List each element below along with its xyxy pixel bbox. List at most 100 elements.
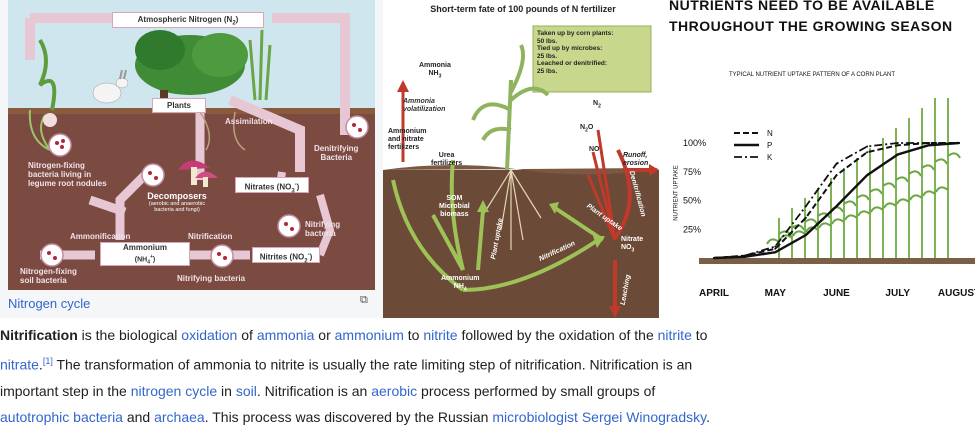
article-text: of — [237, 327, 257, 343]
fertilizer-fate-figure[interactable]: Short-term fate of 100 pounds of N ferti… — [383, 0, 659, 318]
corn-plant-leaf — [935, 152, 961, 193]
plants-box: Plants — [152, 98, 206, 113]
nutrient-uptake-chart: APRILMAYJUNEJULYAUGUST25%50%75%100%NPK — [683, 98, 975, 299]
y-tick-label: 50% — [683, 196, 701, 206]
paragraph-line-1: Nitrification is the biological oxidatio… — [0, 322, 975, 348]
ammonium-nitrate-fertilizers-label: Ammonium and nitrate fertilizers — [388, 128, 427, 151]
nutrients-title-line2: THROUGHOUT THE GROWING SEASON — [669, 18, 953, 34]
article-link[interactable]: nitrite — [423, 327, 458, 343]
ammonium-nh4-label: Ammonium NH4 — [441, 275, 480, 293]
nitrogen-cycle-caption-link[interactable]: Nitrogen cycle — [8, 296, 91, 311]
article-text: in — [217, 382, 236, 399]
paragraph-line-3: important step in the nitrogen cycle in … — [0, 378, 975, 404]
series-point-P — [774, 251, 777, 254]
denitrifying-bacteria-label: Denitrifying Bacteria — [314, 144, 359, 162]
paragraph-line-4: autotrophic bacteria and archaea. This p… — [0, 404, 975, 430]
series-point-N — [866, 151, 869, 154]
corn-plant-leaf — [909, 164, 935, 201]
article-text: process performed by small groups of — [417, 382, 656, 399]
article-link[interactable]: oxidation — [181, 327, 238, 343]
article-text: to — [691, 327, 708, 343]
x-tick-label: MAY — [765, 288, 787, 299]
x-tick-label: JULY — [885, 288, 910, 299]
ammonia-volatilization-label: Ammonia volatilization — [403, 98, 446, 113]
legend-label-N: N — [767, 129, 773, 138]
article-link[interactable]: nitrogen cycle — [130, 382, 218, 399]
nitrogen-cycle-illustration — [0, 0, 383, 318]
series-point-P — [835, 205, 838, 208]
decomposers-label: Decomposers (aerobic and anaerobic bacte… — [147, 191, 207, 213]
fertilizer-legend: Taken up by corn plants: 50 lbs. Tied up… — [537, 30, 614, 75]
nutrient-uptake-figure[interactable]: NUTRIENTS NEED TO BE AVAILABLE THROUGHOU… — [659, 0, 975, 318]
article-text: . — [706, 408, 710, 425]
series-point-N — [896, 144, 899, 147]
article-text: important step in the — [0, 382, 131, 399]
y-tick-label: 25% — [683, 224, 701, 234]
article-text: The transformation of ammonia to nitrite… — [52, 356, 693, 373]
article-text: followed by the oxidation of the — [457, 327, 658, 343]
series-point-P — [896, 153, 899, 156]
article-text: or — [314, 327, 335, 343]
y-tick-label: 75% — [683, 167, 701, 177]
enlarge-icon[interactable]: ⧉ — [360, 294, 368, 306]
article-link[interactable]: autotrophic bacteria — [0, 408, 123, 425]
x-tick-label: JUNE — [823, 288, 850, 299]
nitrifying-bacteria-top-label: Nitrifying bacteria — [305, 220, 341, 238]
soil-strip — [699, 258, 975, 264]
series-point-K — [958, 142, 960, 144]
series-point-K — [835, 162, 838, 165]
article-text: and — [122, 408, 155, 425]
assimilation-label: Assimilation — [225, 117, 273, 126]
article-bold-term: Nitrification — [0, 327, 78, 343]
corn-plant-leaf — [792, 218, 818, 237]
article-link[interactable]: aerobic — [371, 382, 418, 399]
article-paragraph: Nitrification is the biological oxidatio… — [0, 322, 975, 430]
series-point-K — [713, 257, 715, 259]
article-link[interactable]: nitrite — [657, 327, 692, 343]
article-link[interactable]: ammonium — [334, 327, 404, 343]
series-point-P — [927, 144, 930, 147]
y-tick-label: 100% — [683, 138, 706, 148]
nitrifying-bacteria-bottom-label: Nitrifying bacteria — [177, 274, 246, 283]
nitrites-box: Nitrites (NO2-) — [252, 247, 320, 264]
runoff-erosion-label: Runoff, erosion — [623, 152, 649, 167]
chart-subtitle: TYPICAL NUTRIENT UPTAKE PATTERN OF A COR… — [729, 72, 896, 78]
corn-plant-leaf — [883, 176, 909, 209]
x-tick-label: APRIL — [699, 288, 729, 299]
series-point-K — [927, 142, 930, 144]
corn-plant-leaf — [922, 158, 948, 197]
article-link[interactable]: soil — [235, 382, 257, 399]
article-link[interactable]: Sergei Winogradsky — [581, 408, 707, 425]
series-point-N — [804, 216, 807, 219]
urea-fertilizers-label: Urea fertilizers — [431, 152, 463, 167]
series-point-K — [804, 205, 807, 208]
som-microbial-biomass-label: SOM Microbial biomass — [439, 195, 470, 218]
legend-label-K: K — [767, 153, 773, 162]
no-label: NO — [589, 146, 600, 153]
series-point-K — [866, 145, 869, 148]
series-point-N — [774, 247, 777, 250]
article-link[interactable]: microbiologist — [492, 408, 578, 425]
article-link[interactable]: ammonia — [256, 327, 315, 343]
article-text: is the biological — [77, 327, 182, 343]
series-point-P — [804, 234, 807, 236]
citation-link[interactable]: [1] — [42, 356, 53, 366]
nitrates-box: Nitrates (NO3-) — [235, 177, 309, 194]
nutrients-title-line1: NUTRIENTS NEED TO BE AVAILABLE — [669, 0, 935, 13]
ammonification-label: Ammonification — [70, 232, 131, 241]
n2-label: N2 — [593, 100, 601, 110]
article-text: . This process was discovered by the Rus… — [204, 408, 493, 425]
fertilizer-fate-illustration — [383, 0, 659, 318]
article-link[interactable]: nitrate — [0, 356, 39, 373]
corn-plant-leaf — [831, 200, 857, 225]
article-link[interactable]: archaea — [154, 408, 205, 425]
series-point-P — [866, 174, 869, 177]
nitrogen-fixing-legume-label: Nitrogen-fixing bacteria living in legum… — [28, 161, 107, 188]
nitrogen-cycle-figure[interactable]: Atmospheric Nitrogen (N2) Plants Assimil… — [0, 0, 383, 318]
article-text: . — [38, 356, 43, 373]
series-point-K — [896, 142, 899, 144]
legend-label-P: P — [767, 141, 772, 150]
corn-plant-leaf — [870, 182, 896, 213]
n2o-label: N2O — [580, 124, 594, 134]
ammonium-box: Ammonium (NH4+) — [100, 242, 190, 266]
